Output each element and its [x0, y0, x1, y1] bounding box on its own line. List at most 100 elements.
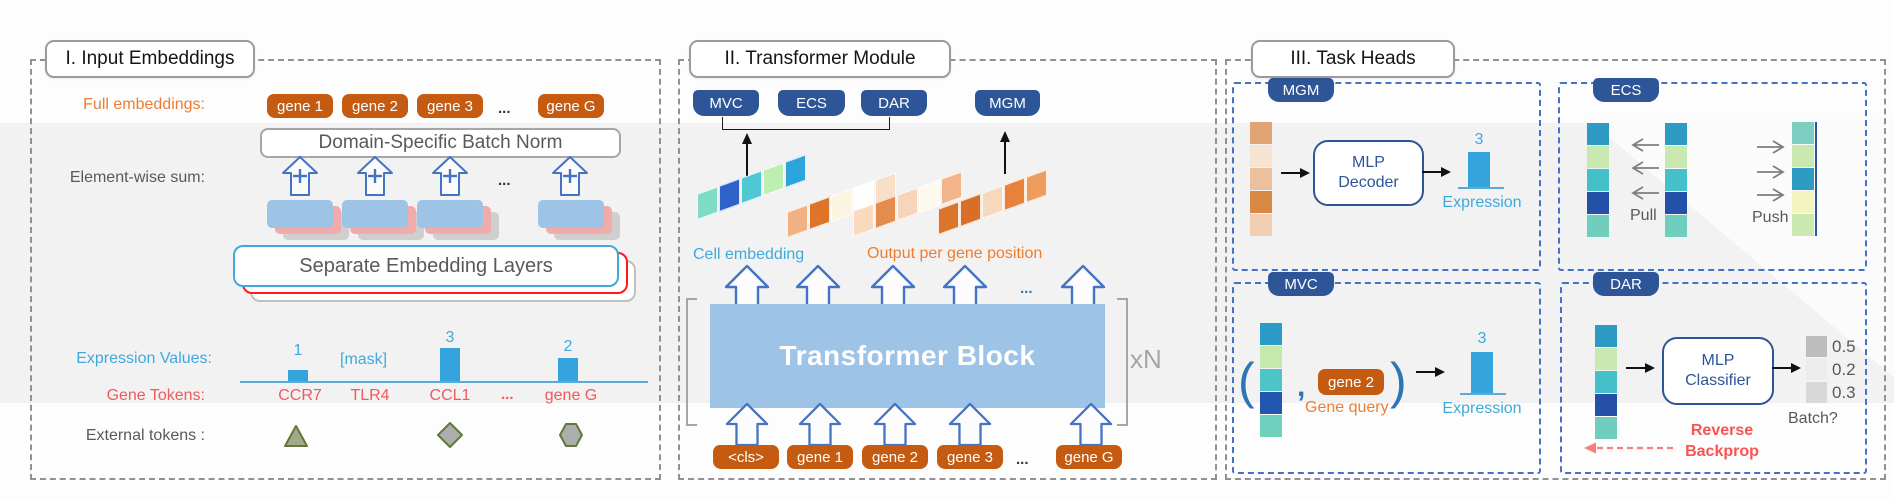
mgm-predicted-value: 3: [1474, 131, 1484, 148]
mvc-cell-column: [1260, 323, 1282, 437]
panel2-title: II. Transformer Module: [724, 48, 916, 69]
plus-arrow-icon: [357, 156, 393, 196]
embedding-chip-gene2: gene 2: [342, 94, 408, 118]
external-tokens-label: External tokens :: [85, 427, 205, 444]
left-arrow-icon: [1631, 186, 1659, 200]
batch-question-label: Batch?: [1788, 410, 1838, 427]
repeat-count-label: xN: [1130, 344, 1162, 374]
mvc-gene-query-chip: gene 2: [1318, 369, 1384, 395]
plus-arrow-icon: [552, 156, 588, 196]
expression-values-label: Expression Values:: [76, 350, 212, 367]
dar-cell-column: [1595, 325, 1617, 439]
panel2-title-box: II. Transformer Module: [689, 40, 951, 78]
up-arrow-icon: [873, 402, 917, 446]
panel3-title-box: III. Task Heads: [1251, 40, 1455, 78]
right-arrow-icon: [1757, 140, 1785, 154]
input-chip-gene2: gene 2: [862, 445, 928, 469]
mask-label: [mask]: [340, 351, 388, 368]
gene-query-label: Gene query: [1305, 399, 1389, 416]
panel3-title: III. Task Heads: [1290, 48, 1416, 69]
arrow-up-icon: [1000, 131, 1010, 174]
gene-token-geneG: gene G: [544, 387, 598, 404]
element-wise-sum-label: Element-wise sum:: [69, 169, 205, 186]
diamond-icon: [437, 422, 463, 448]
tasks-bracket: [722, 117, 890, 130]
ecs-push-column: [1792, 122, 1817, 236]
mvc-comma: ,: [1297, 370, 1306, 403]
arrow-right-icon: [1626, 363, 1655, 373]
mvc-open-paren: (: [1238, 353, 1255, 409]
mvc-expression-baseline: [1460, 393, 1506, 395]
dar-head-box: [1560, 282, 1867, 474]
cell-embedding-label: Cell embedding: [693, 246, 805, 263]
input-chip-gene1: gene 1: [787, 445, 853, 469]
embedding-chip-geneG: gene G: [538, 94, 604, 118]
pull-label: Pull: [1630, 207, 1657, 224]
input-chip-gene3: gene 3: [937, 445, 1003, 469]
expression-value-1: 1: [293, 342, 303, 359]
panel1-title-box: I. Input Embeddings: [45, 40, 255, 78]
arrow-right-icon: [1422, 167, 1451, 177]
mgm-expression-label: Expression: [1442, 194, 1522, 211]
ecs-anchor-column: [1587, 123, 1609, 237]
expression-value-2: 2: [563, 338, 573, 355]
push-label: Push: [1752, 209, 1789, 226]
mvc-expression-bar: [1471, 352, 1493, 393]
transformer-block-label: Transformer Block: [779, 340, 1036, 371]
reverse-backprop-arrow-icon: [1584, 442, 1673, 454]
expression-bar-ccl1: [440, 348, 460, 381]
left-arrow-icon: [1631, 161, 1659, 175]
up-arrow-icon: [948, 402, 992, 446]
plus-arrow-icon: [432, 156, 468, 196]
triangle-icon: [284, 425, 308, 447]
arrow-right-icon: [1281, 168, 1310, 178]
expression-baseline: [240, 381, 648, 383]
transformer-block: Transformer Block: [710, 304, 1105, 408]
batch-prob-bar: [1806, 382, 1827, 403]
panel-task-heads: [1225, 59, 1886, 480]
tab-ecs: ECS: [778, 90, 845, 116]
embedding-chip-gene1: gene 1: [267, 94, 333, 118]
tab-mvc: MVC: [693, 90, 759, 116]
up-arrow-icon: [798, 402, 842, 446]
mvc-close-paren: ): [1390, 353, 1407, 409]
batch-norm-label: Domain-Specific Batch Norm: [318, 132, 563, 153]
ecs-head-box: [1558, 82, 1867, 271]
mvc-head-box: [1232, 282, 1541, 474]
arrow-right-icon: [1772, 363, 1801, 373]
plus-arrow-icon: [282, 156, 318, 196]
mlp-classifier-box: MLP Classifier: [1662, 337, 1774, 405]
output-per-gene-label: Output per gene position: [867, 245, 1043, 262]
gene-token-tlr4: TLR4: [350, 387, 390, 404]
expression-value-3: 3: [445, 329, 455, 346]
full-embeddings-label: Full embeddings:: [83, 96, 205, 113]
right-arrow-icon: [1757, 188, 1785, 202]
tab-dar: DAR: [861, 90, 927, 116]
input-chips-ellipsis: ...: [1016, 451, 1029, 468]
left-arrow-icon: [1631, 138, 1659, 152]
plus-arrows-ellipsis: ...: [498, 172, 511, 189]
mgm-expression-baseline: [1458, 187, 1504, 189]
panel1-title: I. Input Embeddings: [65, 48, 235, 69]
mvc-expression-label: Expression: [1442, 400, 1522, 417]
batch-prob-bar: [1806, 359, 1827, 380]
expression-bar-geneG: [558, 358, 578, 381]
batch-prob-bar: [1806, 336, 1827, 357]
ecs-pull-column: [1665, 123, 1687, 237]
ecs-head-tab: ECS: [1593, 78, 1659, 102]
dar-head-tab: DAR: [1593, 272, 1659, 296]
tab-mgm: MGM: [975, 90, 1040, 116]
right-arrow-icon: [1757, 165, 1785, 179]
up-arrow-icon: [725, 402, 769, 446]
repeat-bracket-right: [1117, 298, 1128, 426]
panel-input-embeddings: [30, 59, 661, 480]
arrows-ellipsis: ...: [1020, 280, 1033, 297]
expression-bar-ccr7: [288, 370, 308, 381]
mgm-head-box: [1232, 82, 1541, 271]
mgm-expression-bar: [1468, 152, 1490, 187]
gene-token-ccr7: CCR7: [278, 387, 322, 404]
embedding-chips-ellipsis: ...: [498, 100, 511, 117]
hexagon-icon: [559, 423, 583, 447]
batch-prob-value: 0.5: [1832, 337, 1856, 356]
